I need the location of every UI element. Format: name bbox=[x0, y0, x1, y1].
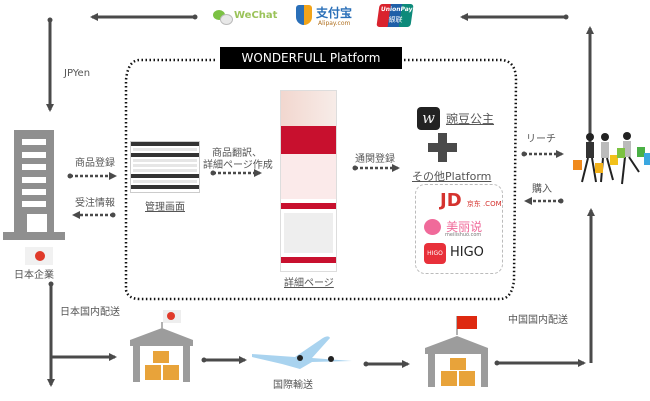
meilishuo-logo: 美丽说 meilishuo.com bbox=[424, 216, 482, 238]
jp-warehouse-icon bbox=[130, 310, 193, 382]
to-plane-arrow bbox=[201, 356, 247, 364]
order-info-label: 受注情報 bbox=[75, 198, 115, 209]
japan-flag-icon bbox=[25, 247, 53, 265]
unionpay-sub: 银联 bbox=[387, 16, 403, 24]
detail-page-label: 詳細ページ bbox=[284, 278, 334, 289]
wandou-label: 豌豆公主 bbox=[446, 112, 495, 126]
shoppers-icon bbox=[573, 132, 650, 185]
purchase-arrow bbox=[524, 197, 564, 205]
unionpay-logo: UnionPay 银联 bbox=[376, 4, 414, 27]
admin-screen-label: 管理画面 bbox=[145, 202, 185, 213]
jp-domestic-arrow bbox=[47, 281, 117, 387]
other-platforms-box bbox=[415, 184, 503, 274]
wandou-logo: w bbox=[417, 107, 440, 130]
higo-label: HIGO bbox=[450, 245, 484, 260]
jpyen-arrow bbox=[46, 17, 54, 112]
other-platform-label: その他Platform bbox=[412, 170, 492, 183]
alipay-logo: 支付宝 Alipay.com bbox=[296, 4, 358, 30]
company-building-icon bbox=[3, 130, 65, 240]
shield-icon bbox=[296, 5, 312, 25]
jpyen-label: JPYen bbox=[64, 68, 91, 79]
jd-sub: 京东 .COM bbox=[466, 200, 502, 208]
payment-flow-arrow-right bbox=[460, 13, 569, 21]
airplane-icon bbox=[252, 336, 352, 369]
cn-domestic-label: 中国国内配送 bbox=[508, 315, 568, 326]
payment-flow-arrow-left bbox=[90, 13, 198, 21]
wechat-text: WeChat bbox=[234, 10, 278, 21]
admin-screen-thumbnail bbox=[130, 141, 200, 193]
wechat-logo: WeChat bbox=[213, 8, 278, 26]
translate-label-1: 商品翻訳、 bbox=[212, 148, 262, 159]
cn-domestic-arrow bbox=[494, 208, 595, 367]
alipay-sub: Alipay.com bbox=[318, 20, 351, 27]
product-register-arrow bbox=[67, 172, 117, 180]
cn-warehouse-icon bbox=[425, 316, 488, 387]
japan-company-label: 日本企業 bbox=[14, 270, 54, 281]
reach-label: リーチ bbox=[526, 134, 556, 145]
customs-arrow bbox=[352, 164, 400, 172]
jd-text: JD bbox=[440, 190, 462, 211]
meilishuo-sub: meilishuo.com bbox=[445, 232, 482, 238]
alipay-text: 支付宝 bbox=[316, 6, 353, 20]
jp-domestic-label: 日本国内配送 bbox=[60, 307, 120, 318]
detail-page-thumbnail bbox=[280, 90, 337, 272]
customs-label: 通関登録 bbox=[355, 154, 395, 165]
jd-logo: JD 京东 .COM bbox=[425, 190, 502, 211]
higo-badge: HIGO bbox=[424, 243, 446, 264]
unionpay-text: UnionPay bbox=[380, 6, 413, 13]
translate-arrow bbox=[210, 169, 262, 177]
translate-label-2: 詳細ページ作成 bbox=[203, 160, 273, 171]
purchase-label: 購入 bbox=[532, 184, 552, 195]
platform-title: WONDERFULL Platform bbox=[220, 47, 402, 69]
from-plane-arrow bbox=[363, 360, 410, 368]
product-register-label: 商品登録 bbox=[75, 158, 115, 169]
meilishuo-text: 美丽说 bbox=[446, 220, 483, 234]
intl-shipping-label: 国際輸送 bbox=[273, 380, 313, 391]
order-info-arrow bbox=[72, 211, 116, 219]
plus-icon bbox=[428, 133, 457, 162]
reach-arrow bbox=[521, 150, 564, 158]
